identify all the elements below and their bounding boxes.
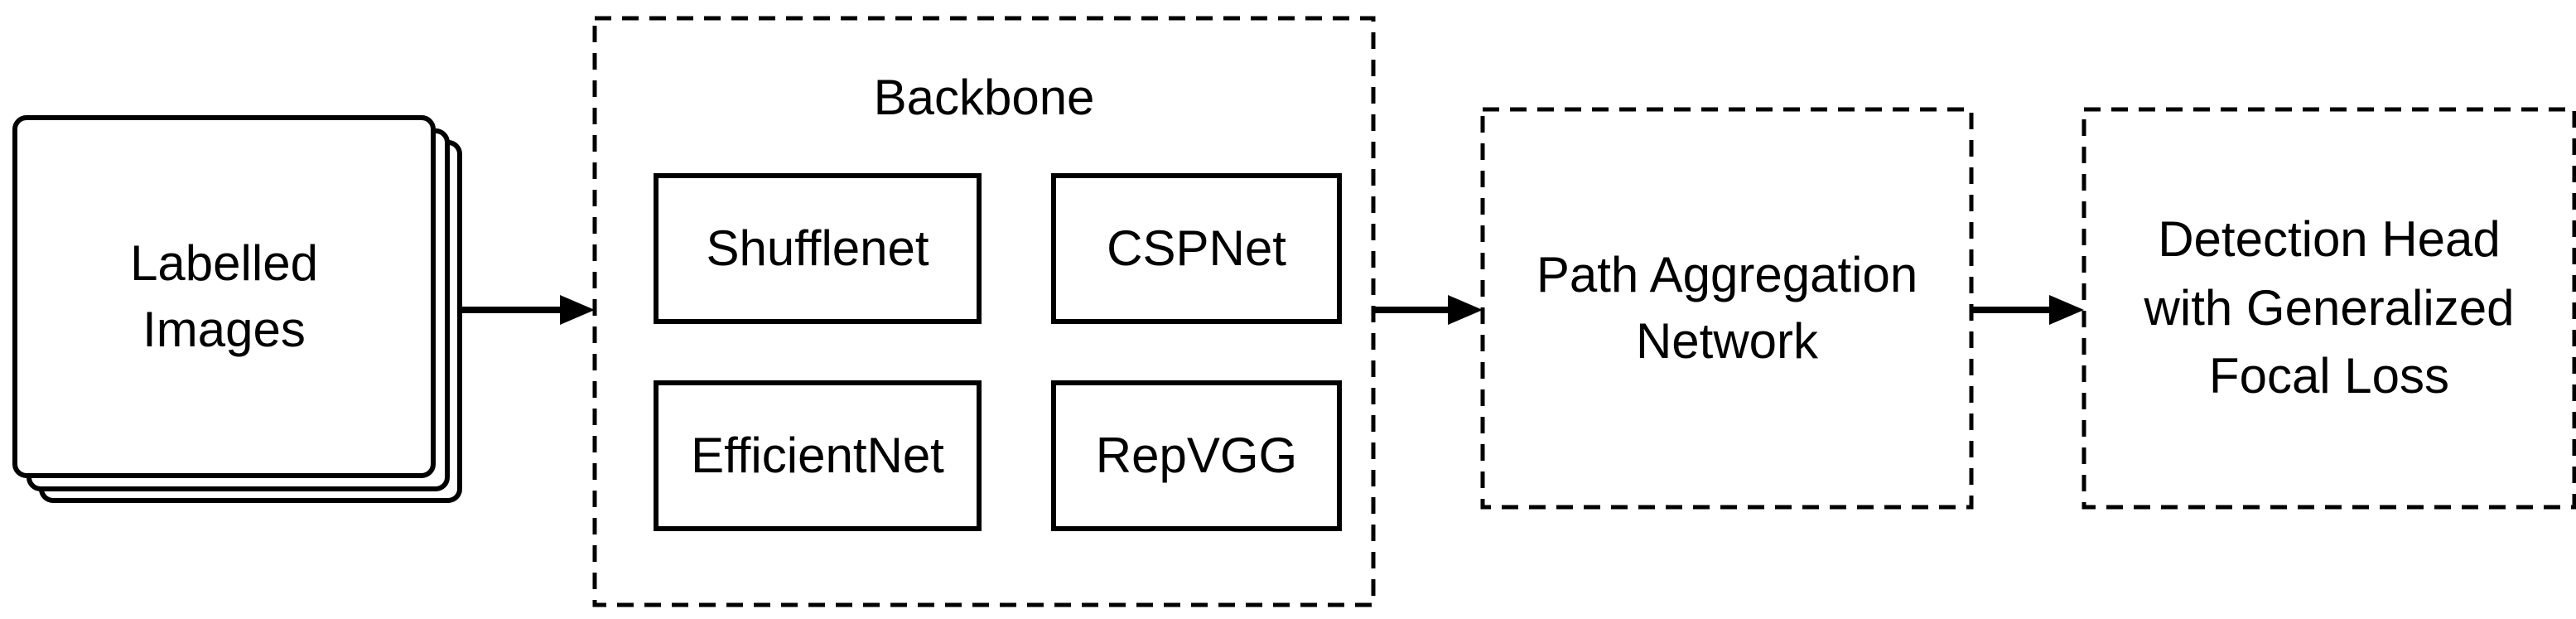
backbone-option-efficientnet: EfficientNet [691, 427, 944, 483]
head-label-line2: with Generalized [2144, 279, 2515, 336]
arrow-images-to-backbone [461, 295, 595, 325]
head-label: Detection Head with Generalized Focal Lo… [2084, 109, 2574, 507]
backbone-option-shufflenet: Shufflenet [706, 220, 929, 276]
input-label-line2: Images [142, 302, 306, 357]
input-label-line1: Labelled [130, 235, 318, 291]
image-stack [12, 115, 462, 503]
backbone-option-repvgg: RepVGG [1095, 427, 1298, 483]
image-card-front [12, 115, 436, 478]
backbone-option-box-repvgg [1051, 380, 1342, 531]
neck-label: Path Aggregation Network [1483, 109, 1971, 507]
backbone-option-cspnet: CSPNet [1107, 220, 1286, 276]
arrow-backbone-to-neck [1373, 295, 1483, 325]
neck-label-line2: Network [1635, 313, 1819, 369]
head-label-line1: Detection Head [2158, 210, 2501, 267]
neck-label-line1: Path Aggregation [1536, 246, 1918, 302]
head-label-line3: Focal Loss [2208, 348, 2450, 404]
arrow-neck-to-head [1971, 295, 2084, 325]
input-label: Labelled Images [15, 118, 433, 476]
backbone-title: Backbone [873, 69, 1095, 125]
head-container [2082, 107, 2576, 510]
backbone-option-box-efficientnet [654, 380, 982, 531]
backbone-option-box-shufflenet [654, 173, 982, 324]
backbone-option-box-cspnet [1051, 173, 1342, 324]
